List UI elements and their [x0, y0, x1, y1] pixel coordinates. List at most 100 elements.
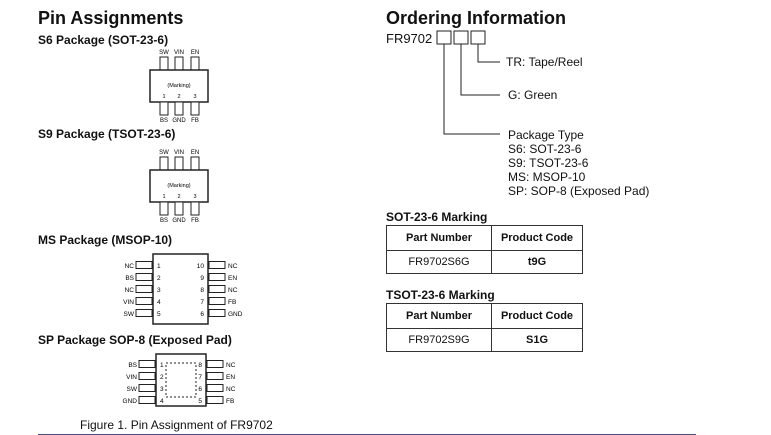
left-pin-name-label: BS [128, 362, 137, 369]
package-body [152, 253, 209, 325]
left-pin-number-label: 3 [160, 386, 164, 393]
left-pin-name-label: GND [123, 398, 138, 405]
left-pin-name-label: VIN [126, 374, 137, 381]
bottom-pin-lead [174, 101, 184, 116]
left-pin-name-label: SW [124, 311, 135, 318]
package-leader-line [443, 44, 500, 135]
package-option: SP: SOP-8 (Exposed Pad) [508, 184, 650, 198]
bottom-pin-lead [190, 201, 200, 216]
bottom-pin-lead [159, 201, 169, 216]
right-pin-number-label: 6 [200, 311, 204, 318]
right-pin-name-label: FB [228, 299, 236, 306]
bottom-pin-number-label: 2 [177, 194, 180, 200]
right-pin-lead [206, 360, 224, 368]
top-pin-name-label: VIN [174, 50, 184, 56]
sot-marking-table: Part Number Product Code FR9702S6G t9G [386, 225, 583, 274]
table-header-row: Part Number Product Code [386, 303, 583, 329]
left-pin-lead [135, 297, 153, 305]
sop8-heading: SP Package SOP-8 (Exposed Pad) [38, 333, 232, 347]
table-header-row: Part Number Product Code [386, 225, 583, 251]
column-header: Product Code [491, 303, 583, 329]
top-pin-name-label: EN [191, 50, 199, 56]
right-pin-number-label: 10 [197, 263, 205, 270]
code-box-green [453, 30, 469, 45]
right-pin-lead [206, 384, 224, 392]
package-option: MS: MSOP-10 [508, 170, 586, 184]
right-pin-number-label: 6 [198, 386, 202, 393]
pin-assignments-title: Pin Assignments [38, 8, 184, 28]
tsot23-heading: S9 Package (TSOT-23-6) [38, 127, 176, 141]
right-pin-lead [206, 396, 224, 404]
left-pin-number-label: 5 [157, 311, 161, 318]
bottom-pin-name-label: BS [160, 118, 168, 124]
tr-label: TR: Tape/Reel [506, 55, 583, 69]
right-pin-number-label: 5 [198, 398, 202, 405]
product-code-cell: t9G [491, 250, 583, 274]
bottom-pin-number-label: 2 [177, 94, 180, 100]
right-pin-number-label: 8 [198, 362, 202, 369]
top-pin-lead [159, 56, 169, 71]
right-pin-name-label: NC [226, 362, 236, 369]
right-pin-number-label: 8 [200, 287, 204, 294]
left-pin-number-label: 3 [157, 287, 161, 294]
table-row: FR9702S6G t9G [386, 250, 583, 274]
left-pin-name-label: SW [127, 386, 138, 393]
right-pin-lead [208, 297, 226, 305]
left-pin-name-label: BS [125, 275, 134, 282]
tr-leader-line [477, 44, 500, 63]
column-header: Product Code [491, 225, 583, 251]
left-pin-lead [135, 309, 153, 317]
part-number-cell: FR9702S6G [386, 250, 492, 274]
exposed-pad-outline [165, 362, 197, 398]
bottom-pin-name-label: FB [191, 218, 199, 224]
msop-heading: MS Package (MSOP-10) [38, 233, 173, 247]
right-pin-name-label: NC [226, 386, 236, 393]
right-pin-number-label: 7 [200, 299, 204, 306]
top-pin-name-label: SW [159, 50, 169, 56]
right-pin-name-label: GND [228, 311, 243, 318]
top-pin-lead [159, 156, 169, 171]
right-pin-number-label: 9 [200, 275, 204, 282]
left-pin-number-label: 1 [160, 362, 164, 369]
top-pin-lead [174, 156, 184, 171]
figure-caption: Figure 1. Pin Assignment of FR9702 [80, 418, 273, 432]
right-pin-lead [208, 273, 226, 281]
top-pin-lead [190, 156, 200, 171]
sot-marking-title: SOT-23-6 Marking [386, 210, 488, 224]
code-box-package [436, 30, 452, 45]
right-pin-lead [208, 285, 226, 293]
bottom-pin-number-label: 1 [162, 94, 165, 100]
bottom-pin-lead [174, 201, 184, 216]
right-pin-name-label: FB [226, 398, 234, 405]
left-pin-number-label: 4 [157, 299, 161, 306]
left-pin-lead [138, 372, 156, 380]
top-pin-name-label: EN [191, 150, 199, 156]
left-pin-lead [135, 273, 153, 281]
bottom-pin-name-label: FB [191, 118, 199, 124]
right-pin-lead [208, 309, 226, 317]
code-box-tr [470, 30, 486, 45]
right-pin-lead [208, 261, 226, 269]
package-option: S9: TSOT-23-6 [508, 156, 589, 170]
left-pin-number-label: 4 [160, 398, 164, 405]
package-options-list: S6: SOT-23-6 S9: TSOT-23-6 MS: MSOP-10 S… [508, 142, 649, 198]
bottom-pin-lead [190, 101, 200, 116]
sot23-heading: S6 Package (SOT-23-6) [38, 33, 169, 47]
top-pin-lead [190, 56, 200, 71]
green-leader-line [460, 44, 500, 96]
right-pin-number-label: 7 [198, 374, 202, 381]
bottom-pin-number-label: 1 [162, 194, 165, 200]
left-pin-lead [138, 384, 156, 392]
left-pin-name-label: VIN [123, 299, 134, 306]
left-pin-lead [135, 261, 153, 269]
bottom-pin-name-label: GND [172, 218, 186, 224]
left-pin-lead [138, 396, 156, 404]
right-pin-name-label: NC [228, 287, 238, 294]
package-type-title: Package Type [508, 128, 584, 142]
right-pin-name-label: EN [226, 374, 235, 381]
bottom-pin-name-label: BS [160, 218, 168, 224]
part-prefix: FR9702 [386, 31, 433, 46]
